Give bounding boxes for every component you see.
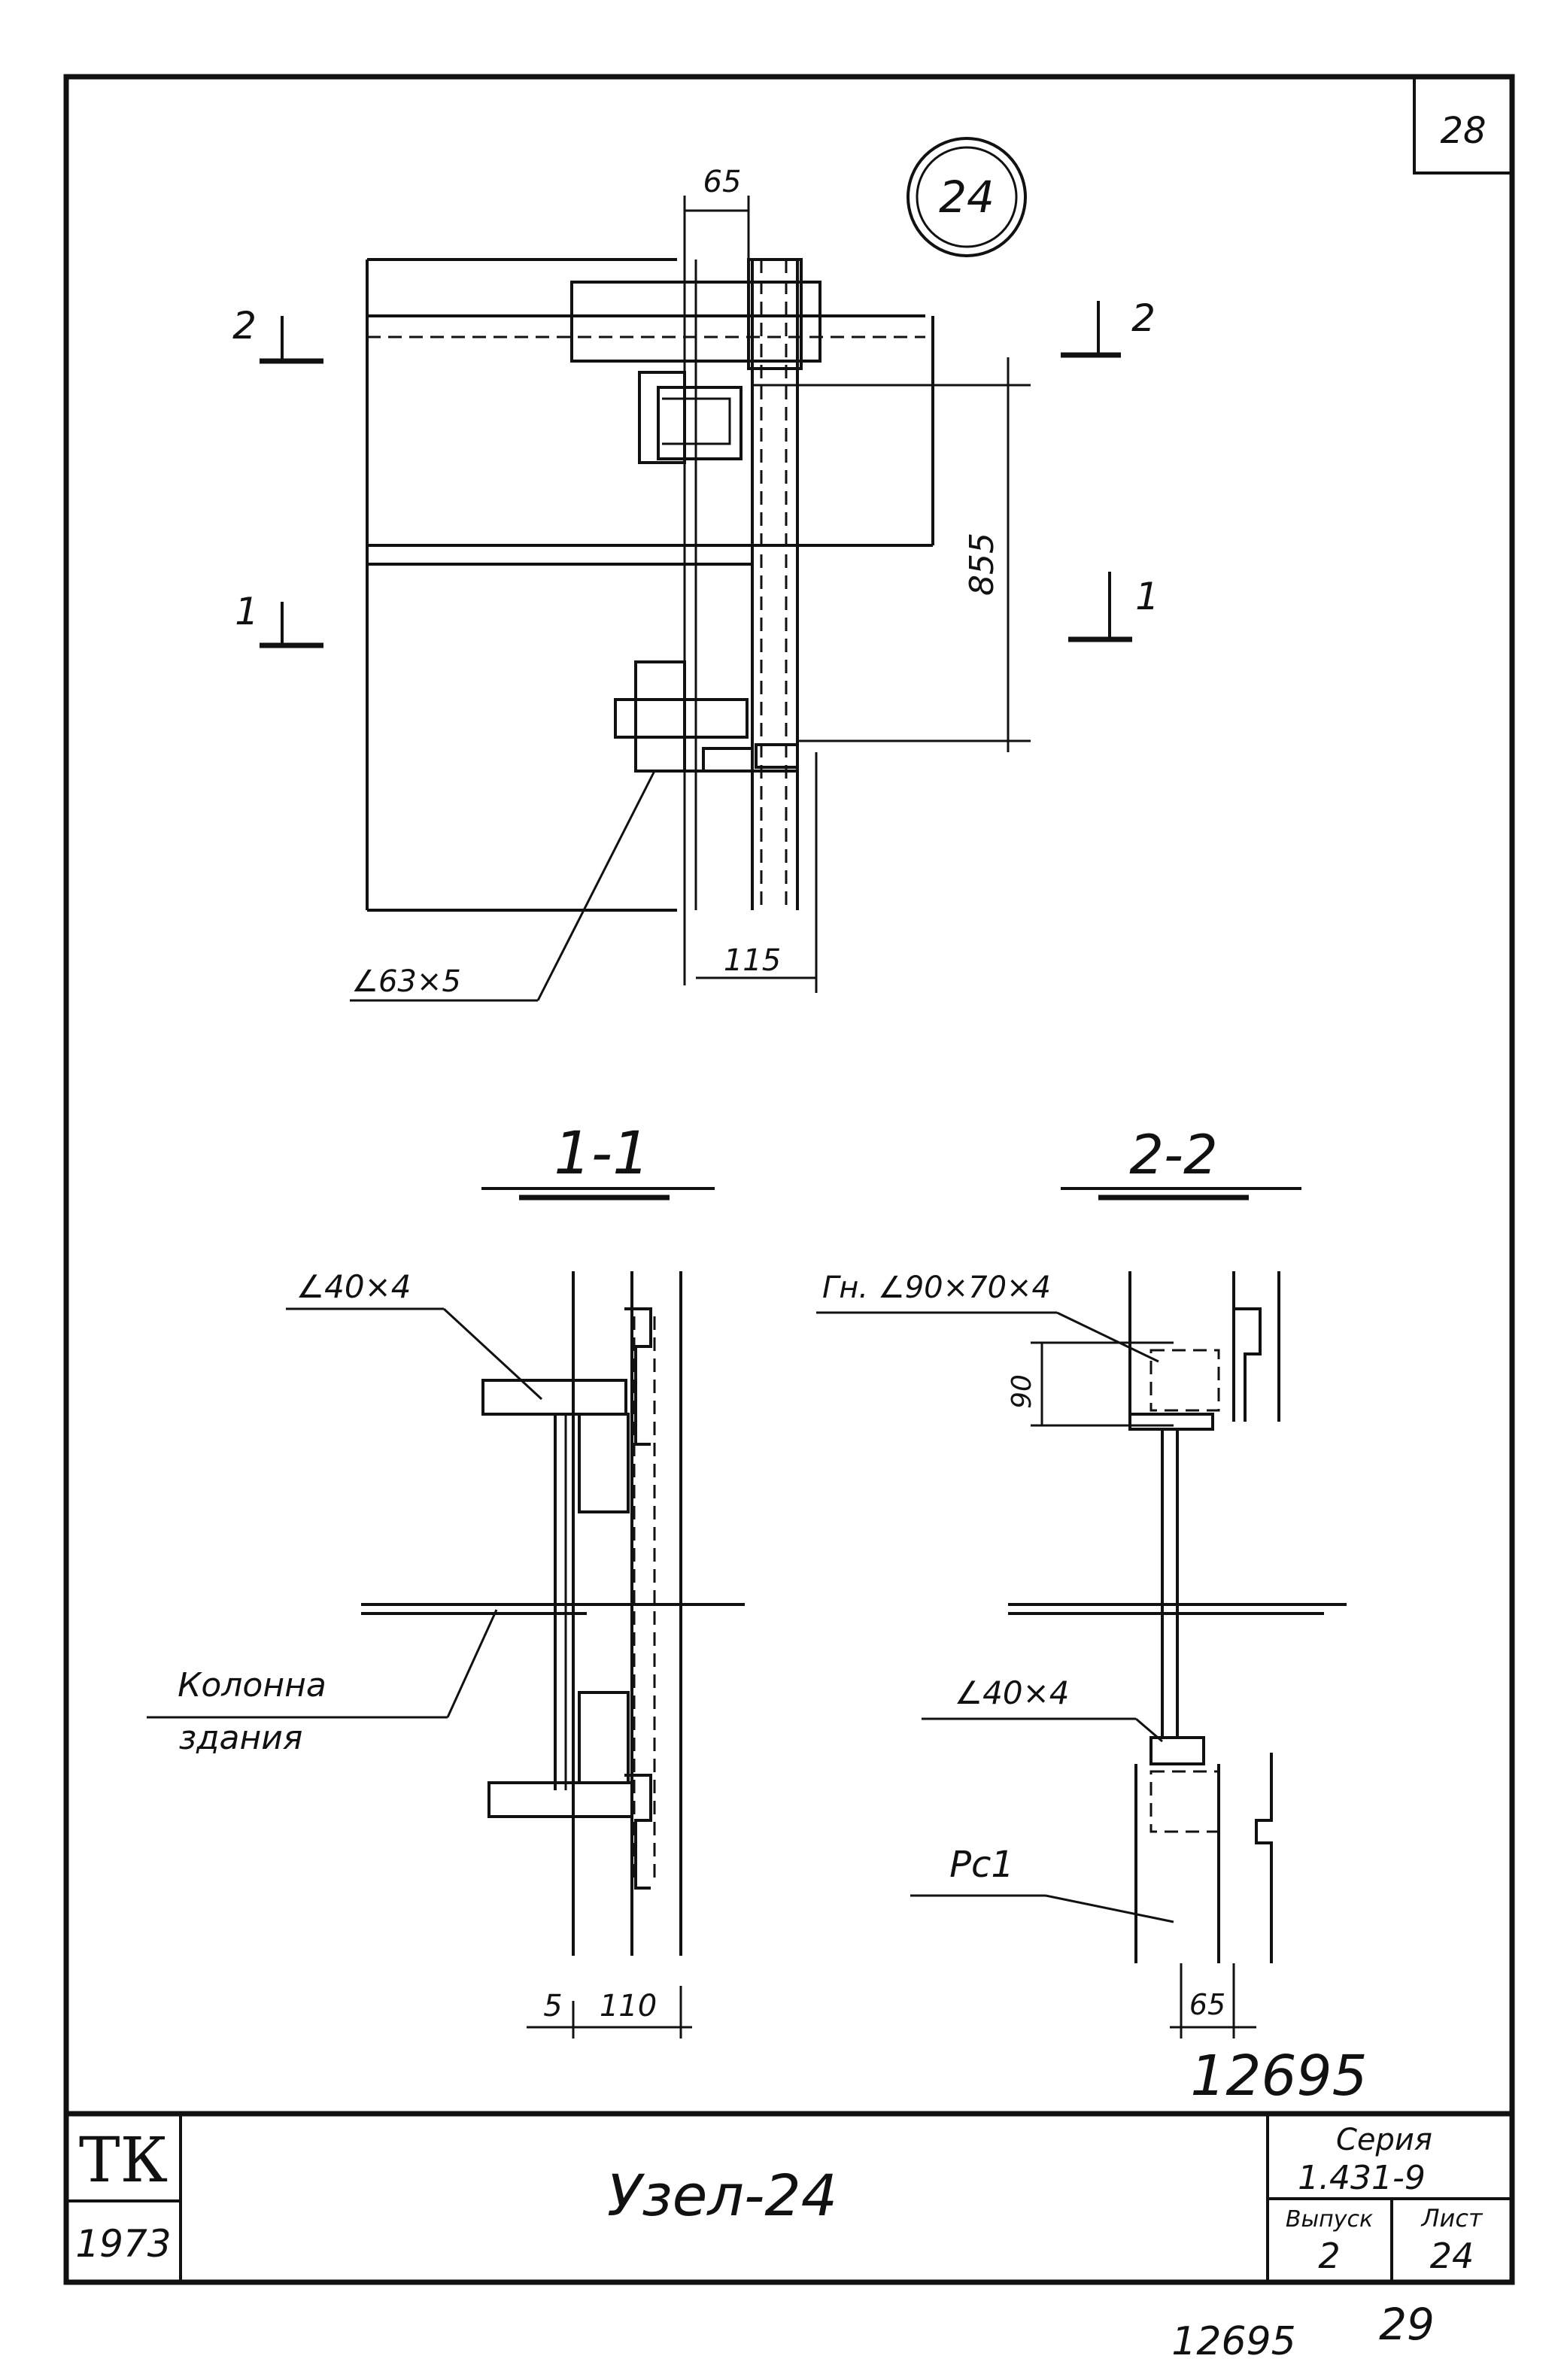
section-1-1-title: 1-1 bbox=[554, 1120, 649, 1188]
plan-view: 65 115 855 2 2 1 1 ∠63×5 bbox=[232, 165, 1159, 1002]
section-2-2-panel-label: Pc1 bbox=[949, 1844, 1014, 1886]
plan-angle-label: ∠63×5 bbox=[351, 964, 461, 999]
section-2-2: 2-2 Гн. ∠90×70×4 90 ∠40×4 Pc1 bbox=[816, 1123, 1347, 2038]
section-1-1-angle-label: ∠40×4 bbox=[296, 1268, 411, 1305]
plan-section-right-2: 2 bbox=[1131, 296, 1156, 340]
plan-section-left-2: 2 bbox=[232, 304, 257, 348]
plan-dim-bottom: 115 bbox=[724, 943, 781, 978]
sheet-label: Лист bbox=[1420, 2204, 1483, 2233]
node-circle-number: 24 bbox=[939, 172, 995, 223]
section-2-2-dim-bottom: 65 bbox=[1189, 1988, 1225, 2021]
series-value: 1.431-9 bbox=[1298, 2159, 1426, 2197]
title-block: ТК 1973 Узел-24 Серия 1.431-9 Выпуск 2 Л… bbox=[66, 2111, 1512, 2282]
sheet-value: 24 bbox=[1430, 2236, 1474, 2276]
node-circle: 24 bbox=[907, 137, 1027, 257]
title-block-title: Узел-24 bbox=[607, 2162, 837, 2229]
issue-value: 2 bbox=[1318, 2236, 1340, 2276]
title-block-org: ТК bbox=[79, 2125, 168, 2196]
section-2-2-angle-label: ∠40×4 bbox=[954, 1674, 1069, 1711]
sheet-frame bbox=[63, 74, 1515, 2285]
title-block-year: 1973 bbox=[75, 2222, 171, 2266]
stamp-code: 12695 bbox=[1171, 2319, 1295, 2364]
section-1-1-dim-b: 110 bbox=[600, 1989, 657, 2023]
series-label: Серия bbox=[1336, 2123, 1432, 2157]
plan-section-left-1: 1 bbox=[235, 590, 259, 633]
plan-section-right-1: 1 bbox=[1135, 575, 1159, 618]
corner-number: 28 bbox=[1440, 110, 1486, 152]
plan-dim-vertical: 855 bbox=[963, 533, 1001, 596]
section-1-1: 1-1 ∠40×4 Колонна здания 5 110 bbox=[147, 1120, 745, 2038]
plan-dim-top: 65 bbox=[703, 165, 742, 199]
column-label-line2: здания bbox=[179, 1719, 303, 1757]
section-2-2-bent-angle-label: Гн. ∠90×70×4 bbox=[822, 1270, 1051, 1305]
stamp-page: 29 bbox=[1379, 2299, 1435, 2350]
issue-label: Выпуск bbox=[1286, 2206, 1373, 2233]
section-2-2-dim-vertical: 90 bbox=[1007, 1374, 1037, 1409]
bottom-code: 12695 bbox=[1190, 2044, 1367, 2108]
section-2-2-title: 2-2 bbox=[1129, 1123, 1218, 1186]
column-label-line1: Колонна bbox=[178, 1666, 326, 1705]
section-1-1-dim-a: 5 bbox=[543, 1989, 562, 2023]
corner-number-box bbox=[1413, 75, 1514, 175]
